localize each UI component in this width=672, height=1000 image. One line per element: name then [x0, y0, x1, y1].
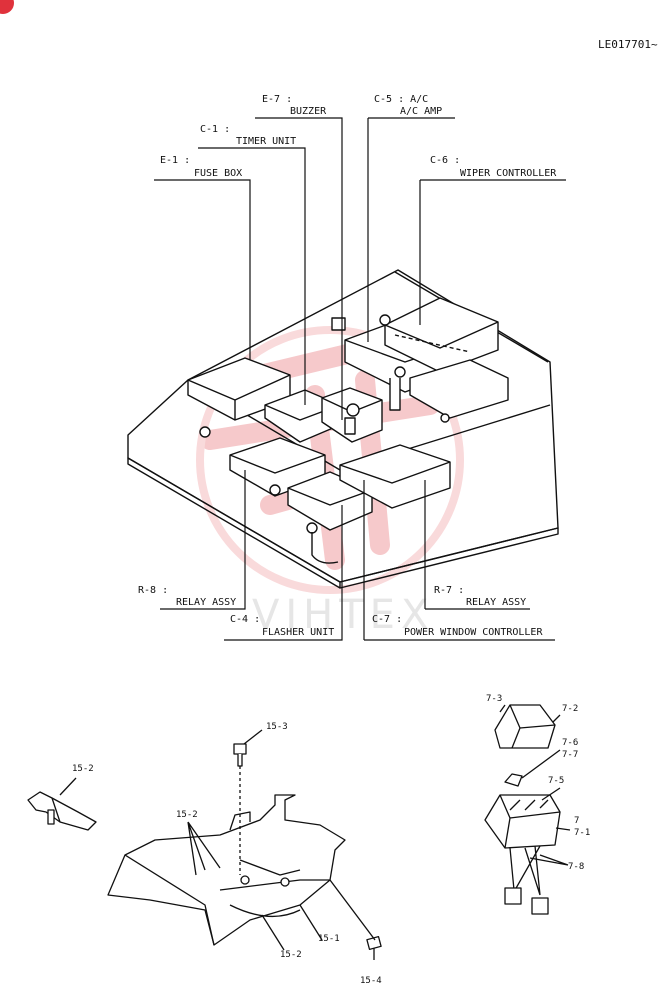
part-number-7-7: 7-7	[562, 750, 579, 760]
callout-c5-name: A/C AMP	[400, 106, 443, 117]
watermark-text: VIHTEX	[252, 592, 435, 638]
part-number-7-6: 7-6	[562, 738, 579, 748]
callout-c7-code: C-7 :	[372, 614, 403, 625]
callout-r8-code: R-8 :	[138, 585, 169, 596]
callout-e1-name: FUSE BOX	[194, 168, 243, 179]
relay-body	[484, 794, 561, 849]
callout-c5-code: C-5 : A/C	[374, 94, 429, 105]
connector-left	[504, 887, 522, 905]
part-number-7-1: 7-1	[574, 828, 591, 838]
mounting-plate	[107, 794, 346, 946]
callout-e1-code: E-1 :	[160, 155, 191, 166]
power-window-controller	[409, 359, 509, 419]
part-number-15-1: 15-1	[318, 934, 340, 944]
relay-pin	[504, 773, 523, 787]
bolt-15-3	[233, 743, 247, 755]
callout-c1-code: C-1 :	[200, 124, 231, 135]
callout-r7-name: RELAY ASSY	[466, 597, 527, 608]
bolt-15-4	[366, 935, 382, 951]
callout-r8-name: RELAY ASSY	[176, 597, 237, 608]
part-number-15-4: 15-4	[360, 976, 382, 986]
connector-right	[531, 897, 549, 915]
part-number-15-2-c: 15-2	[280, 950, 302, 960]
part-number-7: 7	[574, 816, 580, 826]
part-number-7-8: 7-8	[568, 862, 585, 872]
callout-e7-code: E-7 :	[262, 94, 293, 105]
part-number-7-3: 7-3	[486, 694, 503, 704]
part-number-7-5: 7-5	[548, 776, 565, 786]
part-number-7-2: 7-2	[562, 704, 579, 714]
part-number-15-2-a: 15-2	[72, 764, 94, 774]
callout-c1-name: TIMER UNIT	[236, 136, 297, 147]
callout-c7-name: POWER WINDOW CONTROLLER	[404, 627, 543, 638]
part-number-15-3: 15-3	[266, 722, 288, 732]
clip-part	[27, 791, 97, 831]
relay-cover	[494, 704, 556, 749]
callout-c6-name: WIPER CONTROLLER	[460, 168, 557, 179]
part-number-15-2-b: 15-2	[176, 810, 198, 820]
callout-c4-name: FLASHER UNIT	[262, 627, 335, 638]
callout-r7-code: R-7 :	[434, 585, 465, 596]
corner-badge	[0, 0, 14, 14]
callout-c6-code: C-6 :	[430, 155, 461, 166]
callout-e7-name: BUZZER	[290, 106, 327, 117]
document-ref-code: LE017701~	[598, 38, 658, 51]
callout-c4-code: C-4 :	[230, 614, 261, 625]
